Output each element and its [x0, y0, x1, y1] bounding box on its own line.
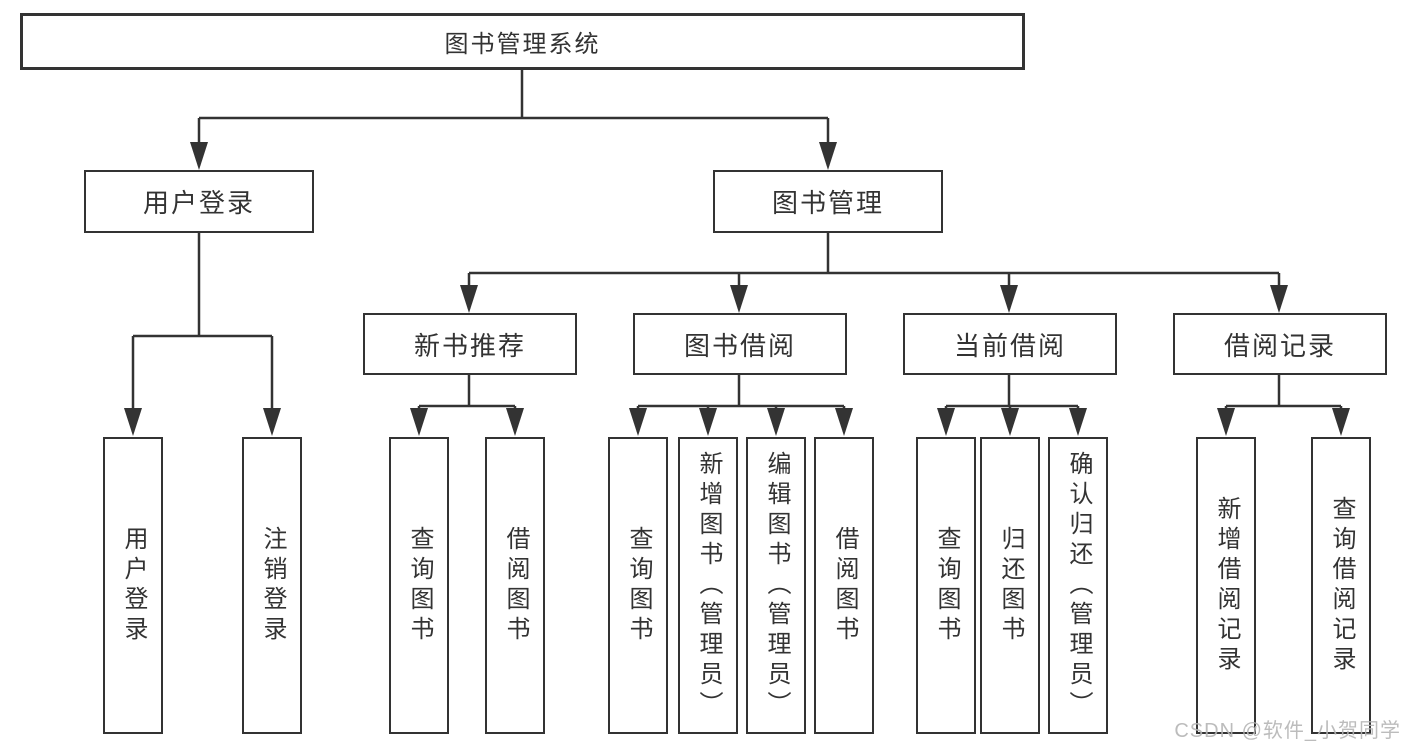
leaf-query-books-2: 查询图书 — [608, 437, 668, 734]
node-label: 用户登录 — [120, 525, 147, 646]
leaf-add-books-admin: 新增图书（管理员） — [678, 437, 738, 734]
node-label: 查询图书 — [933, 525, 960, 646]
leaf-add-borrow-record: 新增借阅记录 — [1196, 437, 1256, 734]
leaf-user-login: 用户登录 — [103, 437, 163, 734]
leaf-borrow-books-2: 借阅图书 — [814, 437, 874, 734]
node-label: 查询图书 — [406, 525, 433, 646]
node-label: 图书借阅 — [683, 330, 796, 361]
leaf-edit-books-admin: 编辑图书（管理员） — [746, 437, 806, 734]
watermark: CSDN @软件_小贺同学 — [1174, 720, 1401, 742]
node-book-borrowing: 图书借阅 — [633, 313, 847, 375]
leaf-logout-login: 注销登录 — [242, 437, 302, 734]
node-label: 新增借阅记录 — [1213, 495, 1240, 676]
node-label: 编辑图书（管理员） — [763, 450, 790, 721]
node-label: 当前借阅 — [953, 330, 1066, 361]
leaf-query-borrow-record: 查询借阅记录 — [1311, 437, 1371, 734]
leaf-borrow-books: 借阅图书 — [485, 437, 545, 734]
node-label: 查询图书 — [625, 525, 652, 646]
node-label: 归还图书 — [997, 525, 1024, 646]
node-label: 图书管理系统 — [444, 31, 601, 58]
leaf-query-books-3: 查询图书 — [916, 437, 976, 734]
arrowheads — [124, 142, 1350, 436]
node-new-book-recommendation: 新书推荐 — [363, 313, 577, 375]
node-current-borrowing: 当前借阅 — [903, 313, 1117, 375]
node-label: 用户登录 — [142, 188, 255, 218]
leaf-confirm-return-admin: 确认归还（管理员） — [1048, 437, 1108, 734]
node-label: 确认归还（管理员） — [1065, 450, 1092, 721]
node-book-management: 图书管理 — [713, 170, 943, 233]
node-library-management-system: 图书管理系统 — [20, 13, 1025, 70]
leaf-return-books: 归还图书 — [980, 437, 1040, 734]
node-label: 借阅记录 — [1223, 330, 1336, 361]
node-label: 注销登录 — [259, 525, 286, 646]
node-borrowing-records: 借阅记录 — [1173, 313, 1387, 375]
node-user-login: 用户登录 — [84, 170, 314, 233]
node-label: 查询借阅记录 — [1328, 495, 1355, 676]
leaf-query-books: 查询图书 — [389, 437, 449, 734]
node-label: 新书推荐 — [413, 330, 526, 361]
node-label: 图书管理 — [771, 188, 884, 218]
node-label: 新增图书（管理员） — [695, 450, 722, 721]
node-label: 借阅图书 — [831, 525, 858, 646]
node-label: 借阅图书 — [502, 525, 529, 646]
